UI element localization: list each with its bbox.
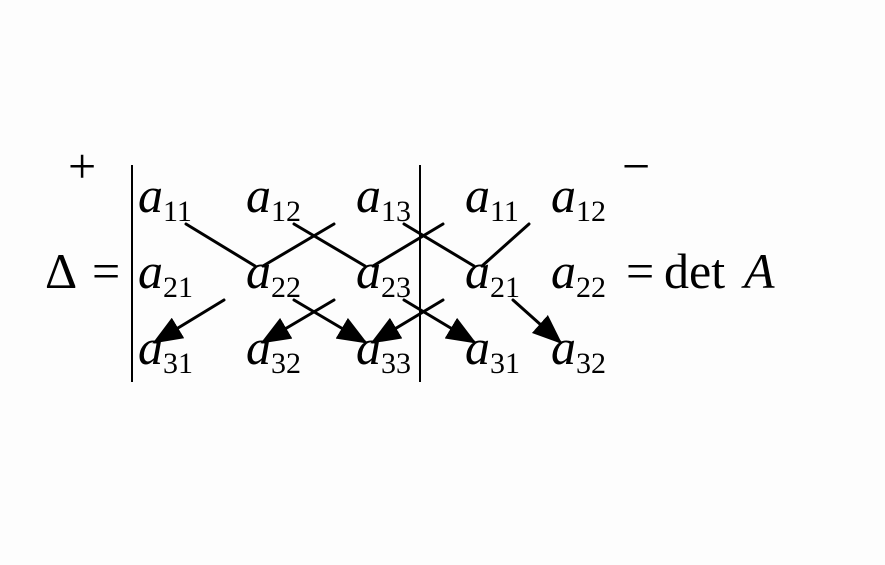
plus-diagonal-arrow: [511, 298, 563, 344]
matrix-name: A: [741, 243, 775, 299]
minus-diagonal-arrow: [260, 298, 336, 344]
matrix-entry: a21: [465, 243, 520, 304]
matrix-entry: a32: [551, 319, 606, 380]
matrix-entry: a13: [356, 167, 411, 228]
det-label: det: [664, 243, 725, 299]
lhs-equals: =: [92, 243, 120, 299]
minus-diagonal-segment: [371, 222, 445, 268]
rhs-equals: =: [626, 243, 654, 299]
minus-diagonal-arrow: [152, 298, 226, 344]
minus-diagonal-segment: [480, 222, 531, 268]
matrix-entries: a11 a12 a13 a11 a12 a21 a22 a23 a21 a22 a31 a32 a33 a…: [138, 167, 606, 380]
matrix-entry: a23: [356, 243, 411, 304]
matrix-entry: a32: [246, 319, 301, 380]
matrix-entry: a21: [138, 243, 193, 304]
plus-diagonal-arrow: [292, 298, 368, 344]
delta-symbol: Δ: [45, 243, 77, 299]
plus-diagonal-segment: [402, 222, 476, 268]
minus-diagonal-arrow: [370, 298, 445, 344]
matrix-entry: a11: [138, 167, 192, 228]
matrix-entry: a31: [465, 319, 520, 380]
matrix-entry: a33: [356, 319, 411, 380]
plus-diagonal-segment: [184, 222, 257, 268]
minus-sign: −: [622, 138, 650, 194]
matrix-entry: a12: [246, 167, 301, 228]
minus-diagonal-segment: [261, 222, 336, 268]
matrix-entry: a22: [246, 243, 301, 304]
matrix-entry: a22: [551, 243, 606, 304]
plus-diagonal-arrow: [402, 298, 477, 344]
matrix-entry: a12: [551, 167, 606, 228]
plus-sign: +: [68, 138, 96, 194]
plus-diagonal-segment: [292, 222, 367, 268]
matrix-entry: a31: [138, 319, 193, 380]
matrix-entry: a11: [465, 167, 519, 228]
diagonal-lines: [152, 222, 563, 344]
